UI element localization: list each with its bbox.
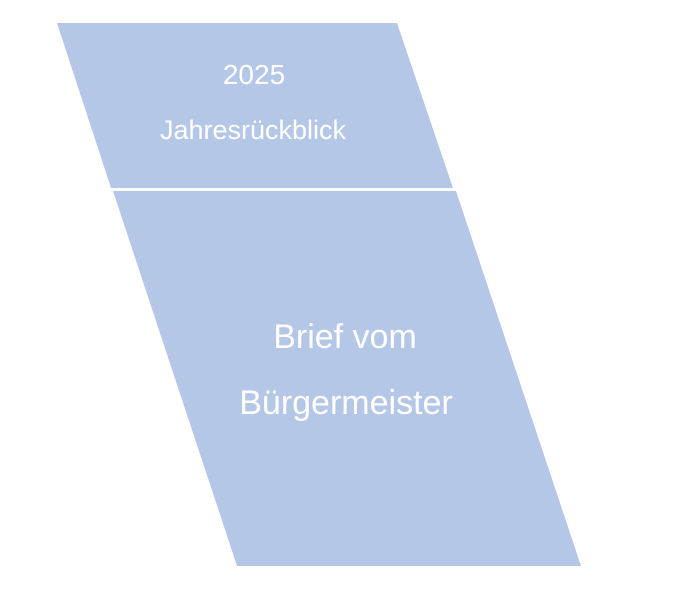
header-shape — [57, 23, 453, 188]
year-label: 2025 — [222, 59, 286, 90]
main-shape — [113, 191, 581, 566]
annual-review-label: Jahresrückblick — [159, 115, 347, 145]
title-line-2: Bürgermeister — [239, 384, 453, 422]
title-line-1: Brief vom — [273, 318, 417, 356]
